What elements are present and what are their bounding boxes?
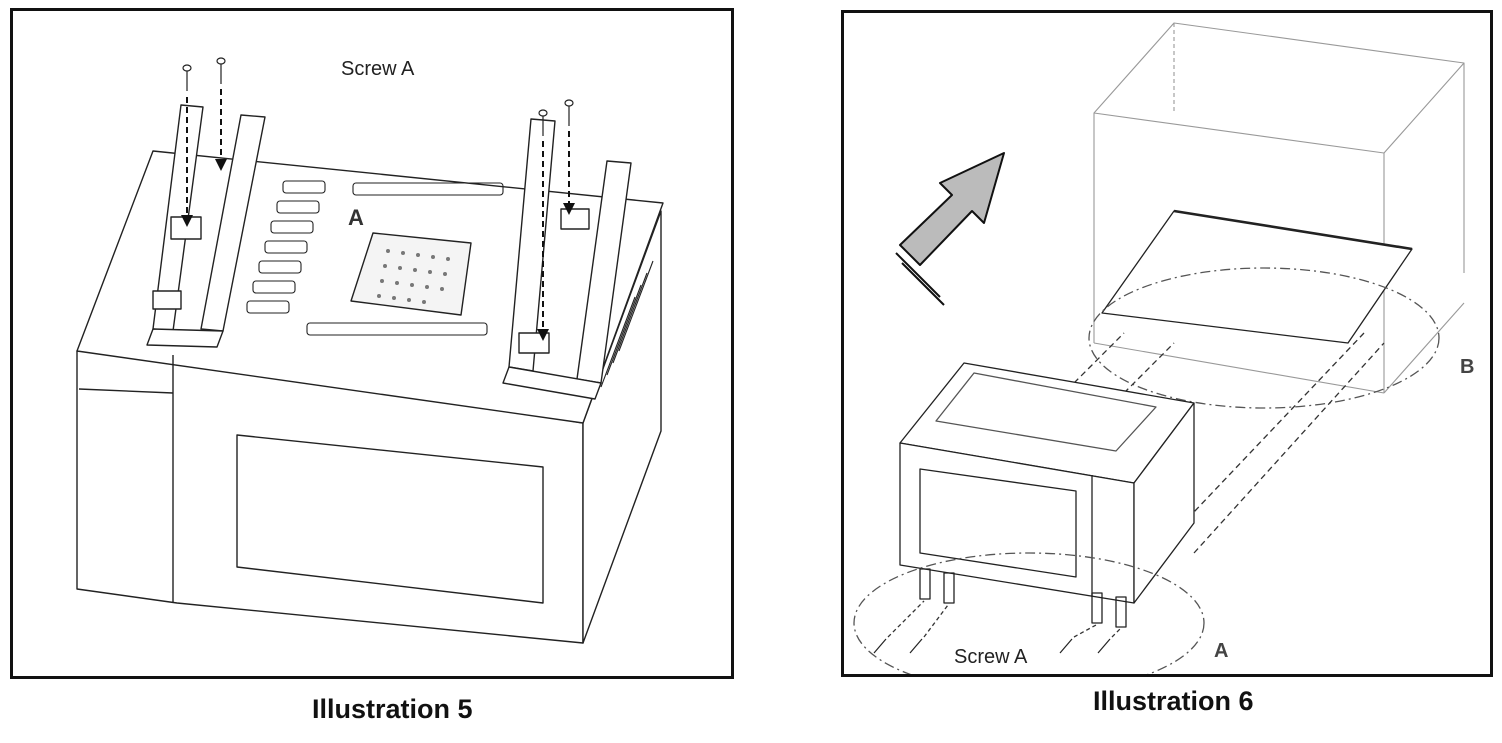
illustration-5-caption: Illustration 5 (312, 694, 473, 724)
screw-a-label: Screw A (954, 646, 1028, 668)
illustration-5-panel: A Screw A (10, 8, 734, 679)
screws (873, 638, 1111, 654)
callout-b-label: B (1460, 356, 1474, 378)
screws (182, 57, 574, 136)
top-vents-left (246, 180, 326, 314)
side-vents (600, 260, 654, 388)
illustration-5-drawing: A Screw A (76, 57, 664, 644)
door-window (919, 468, 1077, 578)
top-vents-strip (306, 182, 504, 336)
wall-cabinet (1093, 22, 1465, 394)
screw-arrows (887, 600, 1121, 638)
callout-b-ellipse (1088, 267, 1440, 409)
illustration-6-panel: B Screw A (841, 10, 1493, 677)
brackets (919, 568, 1127, 628)
mounting-tray (1101, 210, 1413, 344)
part-marker-a: A (348, 205, 364, 230)
illustration-6-drawing: B Screw A (853, 22, 1474, 674)
callout-a-ellipse (853, 552, 1205, 674)
lift-arrow (899, 152, 1005, 266)
illustration-6-caption: Illustration 6 (1093, 686, 1254, 716)
perforated-grille (350, 232, 472, 316)
screw-a-label: Screw A (341, 58, 415, 80)
top-panel (935, 372, 1157, 452)
bracket-left (146, 104, 266, 348)
grille-holes (377, 249, 450, 304)
arrow-heads (181, 159, 575, 341)
microwave-side (1133, 402, 1195, 604)
callout-a-label: A (1214, 640, 1228, 662)
alignment-lines (1073, 332, 1385, 554)
install-arrows (186, 89, 570, 333)
door-window (236, 434, 544, 604)
